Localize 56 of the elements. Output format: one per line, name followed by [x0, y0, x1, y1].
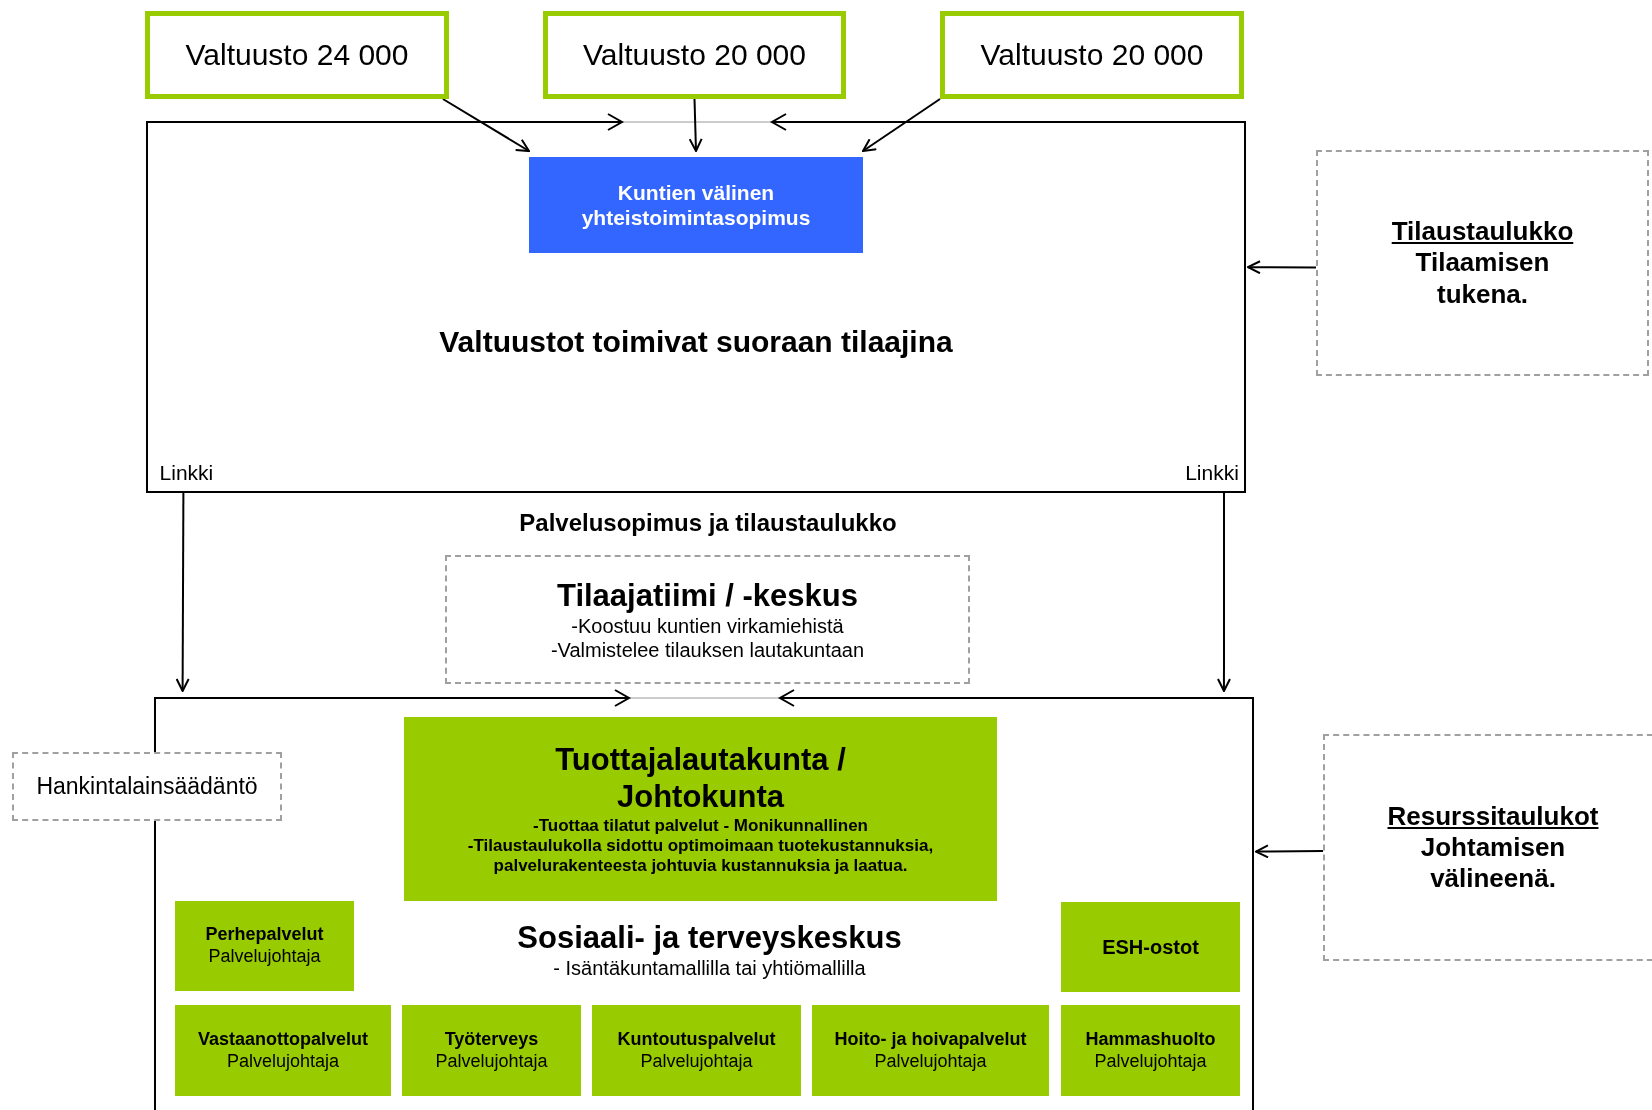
unit-name: Perhepalvelut — [205, 924, 324, 946]
unit-box — [175, 901, 354, 991]
arrow — [1255, 844, 1324, 859]
unit-box — [812, 1005, 1049, 1096]
unit-name: Hammashuolto — [1085, 1028, 1216, 1051]
unit-name: Vastaanottopalvelut — [197, 1028, 368, 1051]
role-label: Palvelujohtaja — [226, 1050, 340, 1073]
container-box — [146, 121, 1246, 493]
council-box — [543, 11, 846, 99]
dashed-note-box — [1323, 734, 1652, 961]
arrow — [1247, 260, 1317, 275]
unit-label: ESH-ostot — [1102, 935, 1199, 959]
council-box — [145, 11, 449, 99]
council-label: Valtuusto 24 000 — [185, 37, 409, 73]
board-bullet: -Tuottaa tilatut palvelut - Monikunnallinen — [533, 815, 868, 836]
main-heading: Valtuustot toimivat suoraan tilaajina — [439, 324, 953, 360]
dashed-note-box — [12, 752, 282, 821]
unit-box — [592, 1005, 801, 1096]
arrow — [688, 98, 703, 152]
unit-box — [175, 1005, 391, 1096]
note-text: Johtamisen välineenä. — [1419, 831, 1567, 895]
arrow — [862, 98, 941, 152]
unit-name: Kuntoutuspalvelut — [617, 1028, 776, 1051]
arrow — [441, 98, 530, 152]
unit-box — [402, 1005, 581, 1096]
role-label: Palvelujohtaja — [640, 1050, 753, 1073]
note-text: Tilaamisen tukena. — [1414, 247, 1551, 310]
agreement-caption: Palvelusopimus ja tilaustaulukko — [519, 509, 897, 537]
arrow — [175, 492, 190, 692]
role-label: Palvelujohtaja — [1094, 1050, 1207, 1073]
unit-name: Työterveys — [444, 1028, 539, 1051]
unit-box — [1061, 1005, 1240, 1096]
centre-heading: Sosiaali- ja terveyskeskus — [517, 919, 902, 957]
role-label: Palvelujohtaja — [874, 1050, 987, 1073]
team-bullet: -Valmistelee tilauksen lautakuntaan — [550, 638, 865, 663]
note-heading: Resurssitaulukot — [1387, 800, 1599, 832]
council-label: Valtuusto 20 000 — [980, 37, 1204, 73]
unit-box — [404, 717, 997, 901]
board-bullet: -Tilaustaulukolla sidottu optimoimaan tuotekustannuksia, palvelurakenteesta johtuvia kustannuksia ja laatua. — [466, 836, 935, 877]
team-bullet: -Koostuu kuntien virkamiehistä — [571, 614, 844, 639]
role-label: Palvelujohtaja — [435, 1050, 548, 1073]
note-heading: Tilaustaulukko — [1391, 216, 1574, 248]
unit-box — [1061, 902, 1240, 992]
dashed-note-box — [1316, 150, 1649, 376]
board-heading: Tuottajalautakunta / Johtokunta — [554, 741, 847, 816]
team-heading: Tilaajatiimi / -keskus — [557, 576, 858, 615]
agreement-box — [529, 157, 863, 253]
role-label: Palvelujohtaja — [208, 946, 321, 968]
agreement-label: Kuntien välinen yhteistoimintasopimus — [580, 179, 812, 231]
note-text: Hankintalainsäädäntö — [36, 772, 258, 801]
dashed-note-box — [445, 555, 970, 684]
centre-subtitle: - Isäntäkuntamallilla tai yhtiömallilla — [553, 956, 866, 981]
arrow — [1216, 492, 1231, 692]
unit-name: Hoito- ja hoivapalvelut — [834, 1028, 1027, 1051]
council-label: Valtuusto 20 000 — [583, 37, 806, 73]
council-box — [940, 11, 1244, 99]
